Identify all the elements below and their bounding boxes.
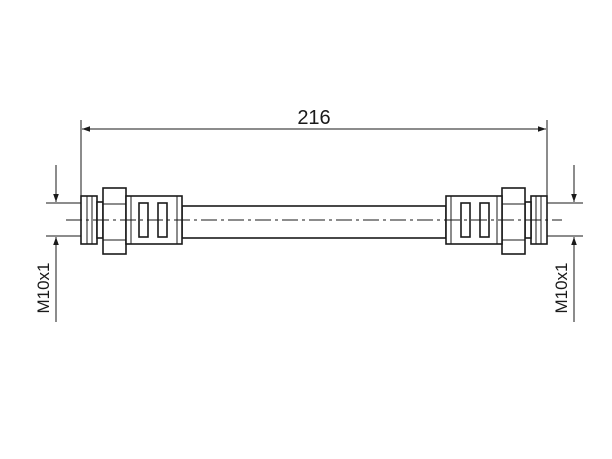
left-thread-dimension: M10x1 <box>34 165 81 322</box>
hose-tube <box>181 205 447 239</box>
right-fitting <box>445 187 548 255</box>
right-thread-dimension: M10x1 <box>547 165 583 322</box>
right-hex-nut <box>501 187 526 255</box>
left-fitting <box>80 187 183 255</box>
length-value: 216 <box>297 107 330 129</box>
left-hex-nut <box>102 187 127 255</box>
right-thread-label: M10x1 <box>552 262 571 313</box>
hose-body <box>181 205 447 239</box>
left-thread-label: M10x1 <box>34 262 53 313</box>
